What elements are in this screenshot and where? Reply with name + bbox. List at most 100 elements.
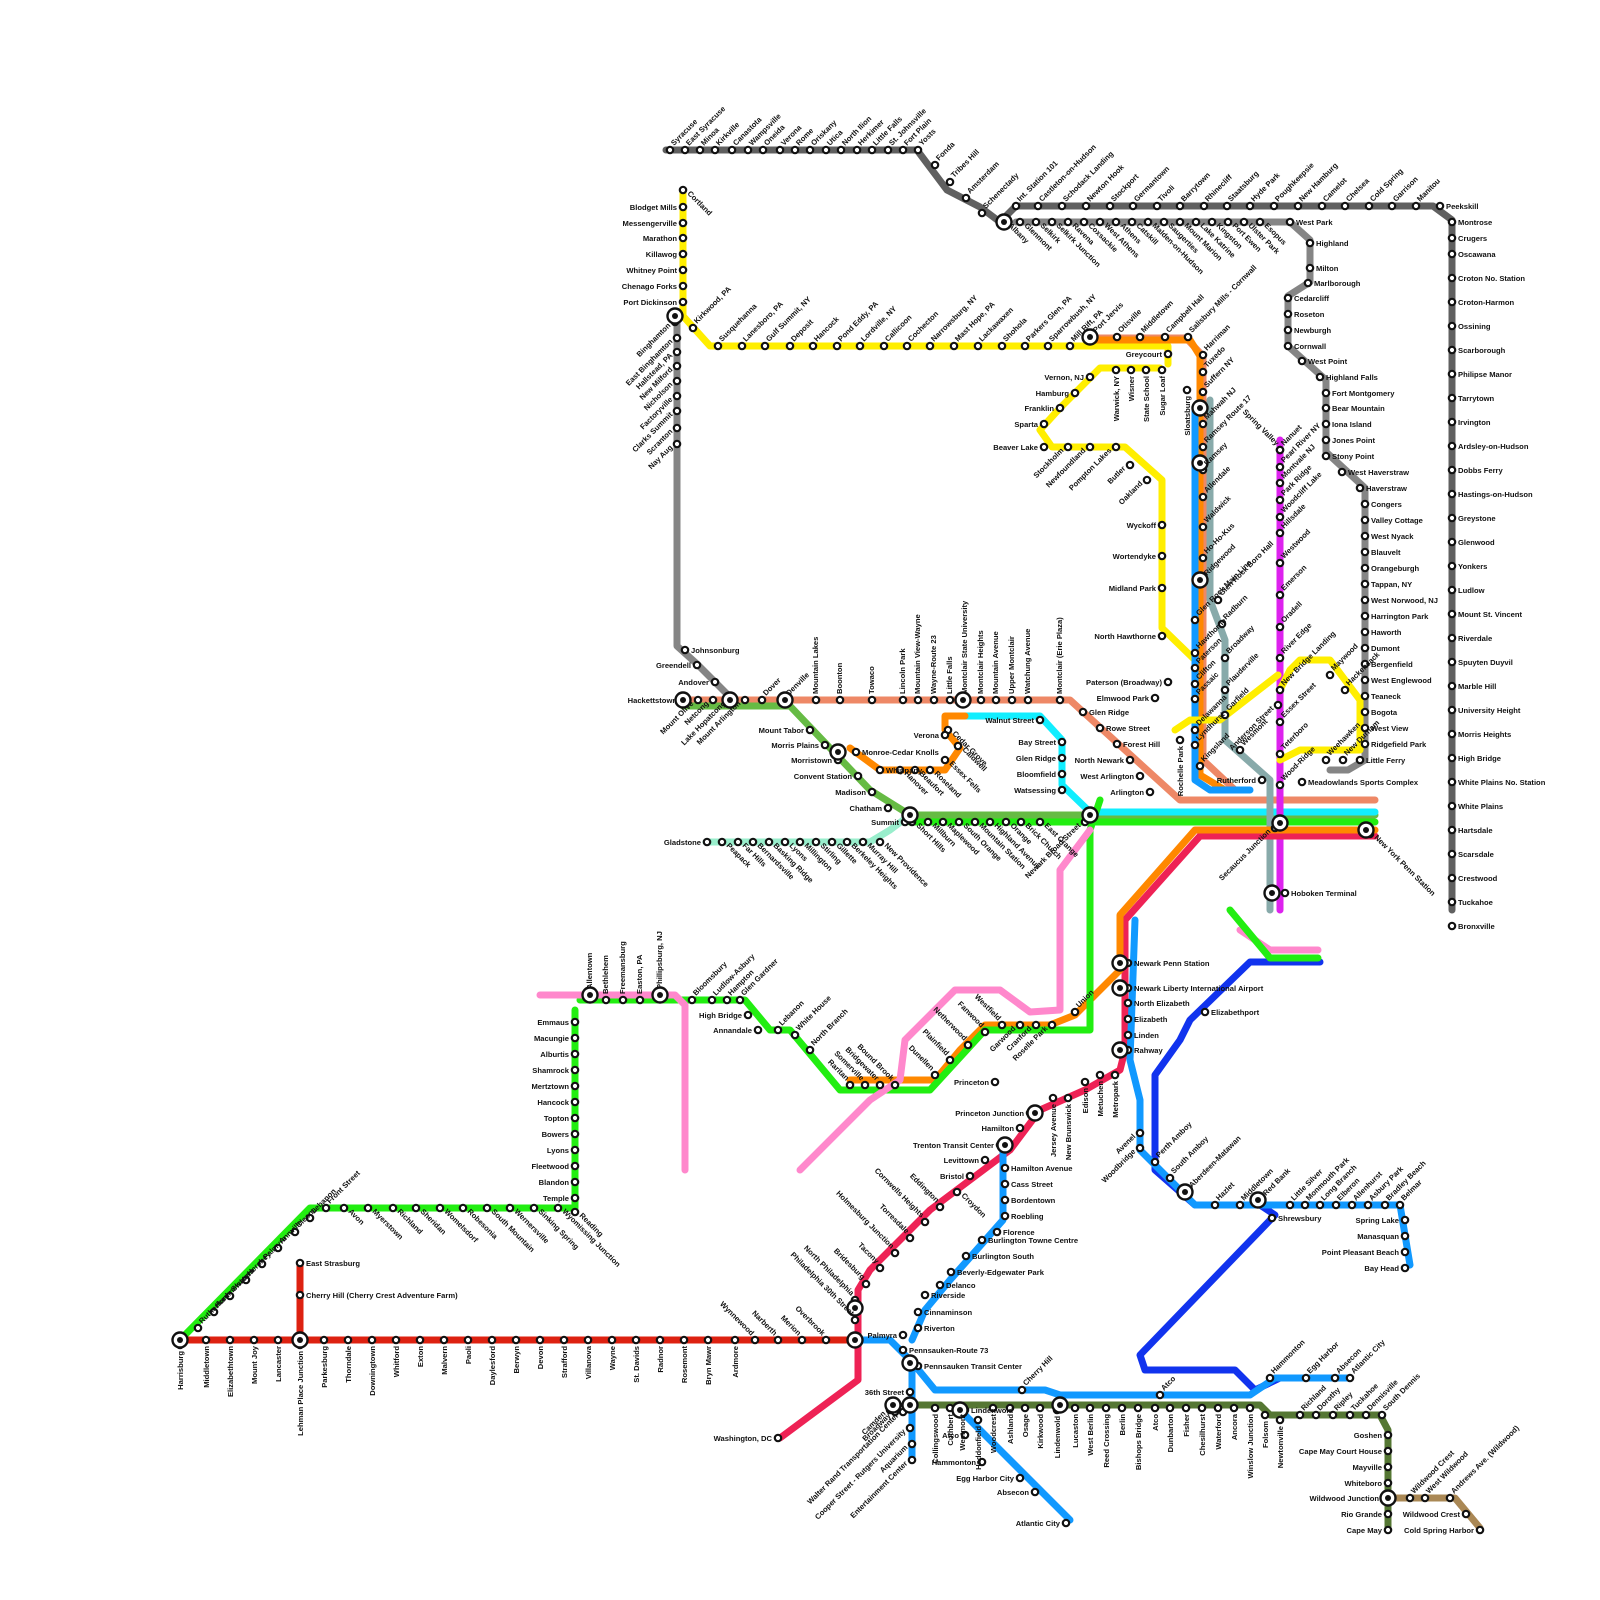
station-dot[interactable]: [1130, 203, 1136, 209]
station-dot[interactable]: [637, 997, 643, 1003]
station-dot[interactable]: [609, 1337, 615, 1343]
station-dot[interactable]: [1362, 629, 1368, 635]
station-dot[interactable]: [907, 1425, 913, 1431]
station-dot[interactable]: [915, 697, 921, 703]
station-dot[interactable]: [681, 1337, 687, 1343]
station-dot[interactable]: [1147, 789, 1153, 795]
station-dot[interactable]: [1222, 655, 1228, 661]
station-dot[interactable]: [1197, 763, 1203, 769]
station-dot[interactable]: [1177, 737, 1183, 743]
station-dot[interactable]: [737, 997, 743, 1003]
station-dot[interactable]: [1363, 1412, 1369, 1418]
station-dot[interactable]: [1192, 617, 1198, 623]
station-dot[interactable]: [227, 1337, 233, 1343]
station-dot[interactable]: [1065, 1095, 1071, 1101]
station-dot[interactable]: [1177, 203, 1183, 209]
station-dot[interactable]: [1477, 1527, 1483, 1533]
station-dot[interactable]: [1050, 1095, 1056, 1101]
station-dot[interactable]: [1402, 1233, 1408, 1239]
station-dot[interactable]: [1385, 1527, 1391, 1533]
station-dot[interactable]: [1365, 1202, 1371, 1208]
station-dot[interactable]: [1161, 219, 1167, 225]
station-dot[interactable]: [1407, 1495, 1413, 1501]
station-dot[interactable]: [993, 697, 999, 703]
station-dot[interactable]: [925, 819, 931, 825]
station-dot[interactable]: [992, 1079, 998, 1085]
station-dot[interactable]: [1114, 334, 1120, 340]
station-dot[interactable]: [1119, 1405, 1125, 1411]
station-dot[interactable]: [1385, 1464, 1391, 1470]
station-dot[interactable]: [1037, 717, 1043, 723]
station-dot[interactable]: [1199, 1405, 1205, 1411]
station-dot[interactable]: [1347, 1375, 1353, 1381]
station-dot[interactable]: [620, 997, 626, 1003]
station-dot[interactable]: [1449, 779, 1455, 785]
station-dot[interactable]: [951, 343, 957, 349]
station-dot[interactable]: [978, 697, 984, 703]
station-dot[interactable]: [437, 1205, 443, 1211]
station-dot[interactable]: [680, 267, 686, 273]
station-dot[interactable]: [531, 1205, 537, 1211]
station-dot[interactable]: [1087, 374, 1093, 380]
station-dot[interactable]: [807, 147, 813, 153]
station-dot[interactable]: [1200, 524, 1206, 530]
station-dot[interactable]: [904, 343, 910, 349]
station-dot[interactable]: [1183, 1405, 1189, 1411]
station-dot[interactable]: [900, 697, 906, 703]
station-dot[interactable]: [1449, 347, 1455, 353]
station-dot[interactable]: [585, 1337, 591, 1343]
station-dot[interactable]: [1277, 464, 1283, 470]
station-dot[interactable]: [1449, 875, 1455, 881]
station-dot[interactable]: [1285, 343, 1291, 349]
station-dot[interactable]: [1113, 444, 1119, 450]
station-dot[interactable]: [1362, 613, 1368, 619]
station-dot[interactable]: [1267, 1375, 1273, 1381]
station-dot[interactable]: [1449, 235, 1455, 241]
station-dot[interactable]: [1022, 343, 1028, 349]
station-dot[interactable]: [1277, 560, 1283, 566]
station-dot[interactable]: [1087, 1405, 1093, 1411]
station-dot[interactable]: [759, 697, 765, 703]
station-dot[interactable]: [1072, 1405, 1078, 1411]
station-dot[interactable]: [885, 147, 891, 153]
station-dot[interactable]: [967, 1173, 973, 1179]
station-dot[interactable]: [1277, 687, 1283, 693]
station-dot[interactable]: [680, 187, 686, 193]
station-dot[interactable]: [1025, 697, 1031, 703]
station-dot[interactable]: [1449, 371, 1455, 377]
station-dot[interactable]: [1159, 585, 1165, 591]
station-dot[interactable]: [369, 1337, 375, 1343]
station-dot[interactable]: [1379, 1412, 1385, 1418]
station-dot[interactable]: [1362, 533, 1368, 539]
station-dot[interactable]: [694, 662, 700, 668]
station-dot[interactable]: [251, 1337, 257, 1343]
station-dot[interactable]: [1212, 1202, 1218, 1208]
station-dot[interactable]: [674, 378, 680, 384]
station-dot[interactable]: [907, 1235, 913, 1241]
station-dot[interactable]: [813, 697, 819, 703]
station-dot[interactable]: [682, 647, 688, 653]
station-dot[interactable]: [195, 1325, 201, 1331]
station-dot[interactable]: [854, 147, 860, 153]
station-dot[interactable]: [1082, 1079, 1088, 1085]
station-dot[interactable]: [1017, 1022, 1023, 1028]
station-dot[interactable]: [1019, 1387, 1025, 1393]
station-dot[interactable]: [1112, 1072, 1118, 1078]
station-dot[interactable]: [1332, 1375, 1338, 1381]
station-dot[interactable]: [561, 1337, 567, 1343]
station-dot[interactable]: [1167, 1405, 1173, 1411]
station-dot[interactable]: [869, 147, 875, 153]
station-dot[interactable]: [942, 732, 948, 738]
station-dot[interactable]: [775, 1337, 781, 1343]
station-dot[interactable]: [982, 1157, 988, 1163]
station-dot[interactable]: [1067, 343, 1073, 349]
station-dot[interactable]: [1330, 1412, 1336, 1418]
station-dot[interactable]: [979, 210, 985, 216]
station-dot[interactable]: [1277, 719, 1283, 725]
station-dot[interactable]: [1037, 819, 1043, 825]
station-dot[interactable]: [1277, 514, 1283, 520]
station-dot[interactable]: [674, 408, 680, 414]
station-dot[interactable]: [1269, 1215, 1275, 1221]
station-dot[interactable]: [680, 220, 686, 226]
station-dot[interactable]: [1319, 203, 1325, 209]
